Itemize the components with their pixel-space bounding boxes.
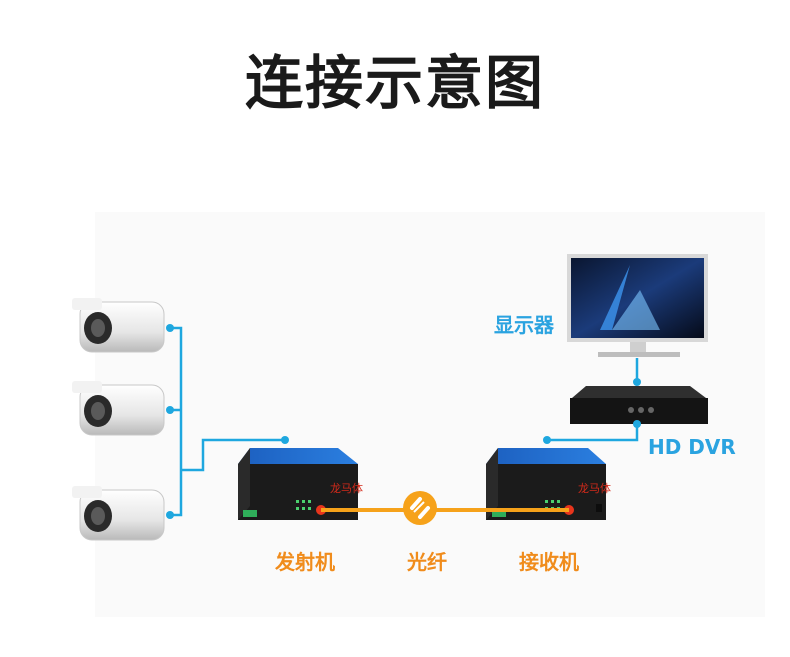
- connector-dot: [633, 420, 641, 428]
- connector-dot: [166, 511, 174, 519]
- dvr-label: HD DVR: [648, 435, 736, 459]
- connector-dot: [633, 378, 641, 386]
- receiver-tag: 龙马体: [578, 481, 611, 495]
- receiver-device: [486, 448, 606, 520]
- fiber-label: 光纤: [407, 550, 447, 574]
- page-title: 连接示意图: [244, 49, 545, 117]
- connector-dot: [166, 406, 174, 414]
- receiver-label: 接收机: [519, 550, 579, 574]
- monitor-device: [567, 254, 708, 357]
- transmitter-tag: 龙马体: [330, 481, 363, 495]
- connector-dot: [543, 436, 551, 444]
- transmitter-label: 发射机: [275, 550, 335, 574]
- camera-3: [72, 486, 165, 541]
- monitor-label: 显示器: [494, 313, 554, 337]
- camera-1: [72, 298, 165, 353]
- transmitter-device: [238, 448, 358, 520]
- fiber-cable: [321, 491, 569, 525]
- connector-dot: [281, 436, 289, 444]
- dvr-device: [570, 386, 708, 424]
- camera-2: [72, 381, 165, 436]
- connector-dot: [166, 324, 174, 332]
